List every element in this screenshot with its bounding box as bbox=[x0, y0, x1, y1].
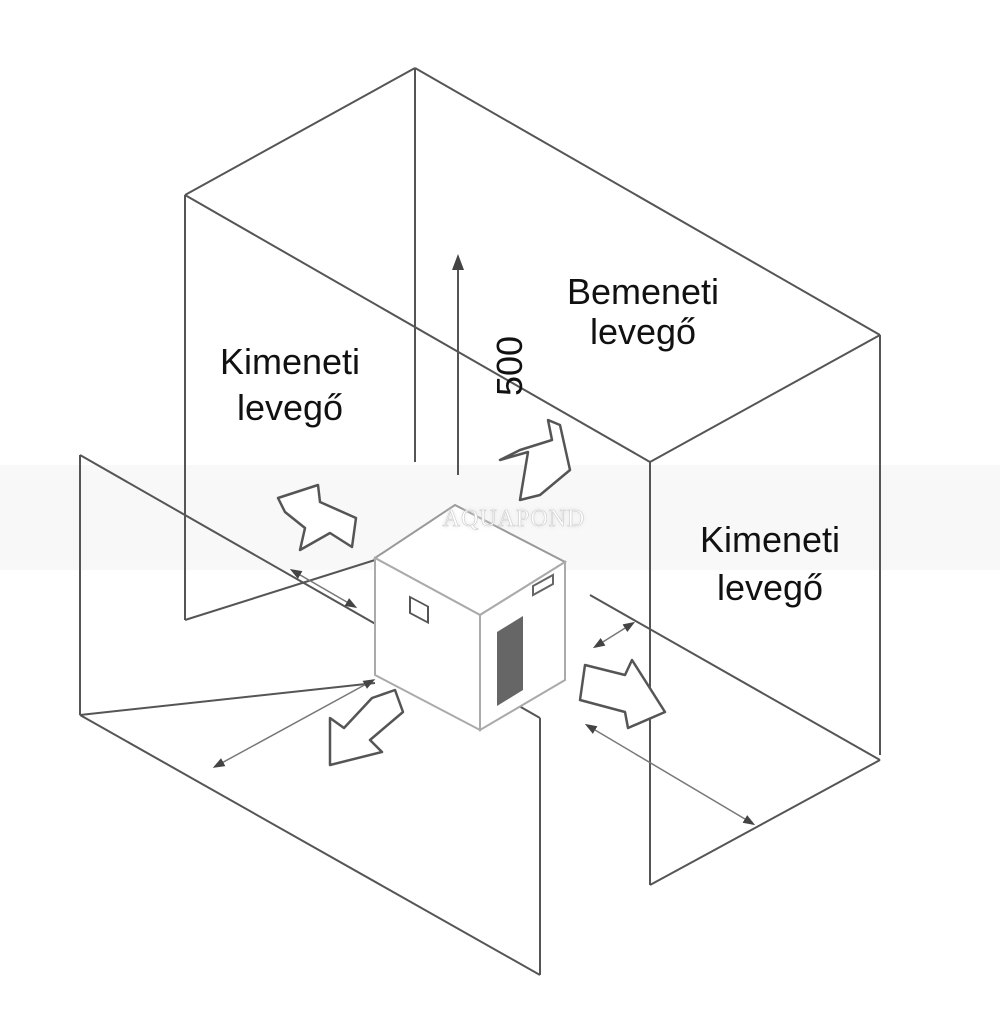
outlet-air-arrow-right bbox=[578, 658, 667, 730]
outlet-air-right-label-1: Kimeneti bbox=[700, 519, 840, 560]
clearance-500-label: 500 bbox=[489, 336, 530, 396]
inlet-air-label-2: levegő bbox=[590, 311, 696, 352]
dimension-lines bbox=[212, 254, 756, 826]
watermark: AQUAPOND bbox=[443, 506, 586, 532]
outlet-air-left-label-1: Kimeneti bbox=[220, 341, 360, 382]
outlet-air-arrow-front bbox=[328, 688, 405, 767]
outlet-air-arrow-left bbox=[276, 483, 358, 552]
inlet-air-arrow bbox=[498, 418, 572, 502]
right-panel-edge bbox=[589, 594, 881, 761]
inlet-air-label-1: Bemeneti bbox=[567, 271, 719, 312]
back-wall bbox=[184, 67, 881, 462]
right-wall bbox=[649, 334, 881, 886]
outlet-air-left-label-2: levegő bbox=[237, 387, 343, 428]
heat-pump-unit bbox=[373, 503, 568, 732]
outlet-air-right-label-2: levegő bbox=[717, 567, 823, 608]
